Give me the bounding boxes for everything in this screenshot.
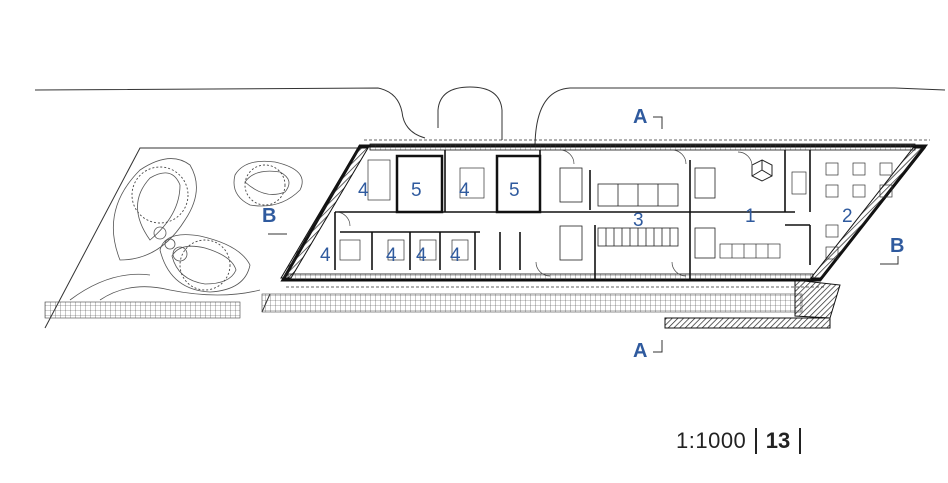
- furniture: [339, 159, 893, 261]
- section-label-b-right: B: [890, 235, 904, 257]
- room-label-4-office-e: 4: [416, 245, 427, 266]
- scale-label: 1:1000: [676, 428, 747, 453]
- room-label-5-core-b: 5: [509, 180, 520, 201]
- room-label-5-core-a: 5: [411, 180, 422, 201]
- tree-canopies: [131, 164, 286, 291]
- entrance-canopy: [794, 279, 841, 319]
- page-number: 13: [765, 428, 791, 453]
- room-label-4-office-f: 4: [450, 245, 461, 266]
- door-swings: [335, 149, 753, 277]
- entrance-ramp: [664, 317, 831, 329]
- divider-left: [755, 428, 757, 454]
- page-footer: 1:1000 13: [676, 426, 810, 456]
- building: [280, 139, 930, 288]
- room-label-2: 2: [842, 206, 853, 227]
- paved-strip-left: [44, 301, 241, 319]
- section-label-a-top: A: [633, 106, 647, 128]
- divider-right: [799, 428, 801, 454]
- section-label-b-left: B: [262, 205, 276, 227]
- room-label-4-office-a: 4: [358, 180, 369, 201]
- room-label-4-office-b: 4: [459, 180, 470, 201]
- room-label-1: 1: [745, 206, 756, 227]
- paved-strip-bottom: [261, 293, 803, 313]
- stairs: [559, 167, 716, 261]
- section-marks: [268, 116, 899, 353]
- site-outline: [34, 86, 946, 329]
- room-label-4-office-d: 4: [386, 245, 397, 266]
- section-label-a-bottom: A: [633, 340, 647, 362]
- room-label-3: 3: [633, 210, 644, 231]
- core-shafts: [395, 154, 542, 214]
- landscape-area: [69, 158, 303, 301]
- room-label-4-office-c: 4: [320, 245, 331, 266]
